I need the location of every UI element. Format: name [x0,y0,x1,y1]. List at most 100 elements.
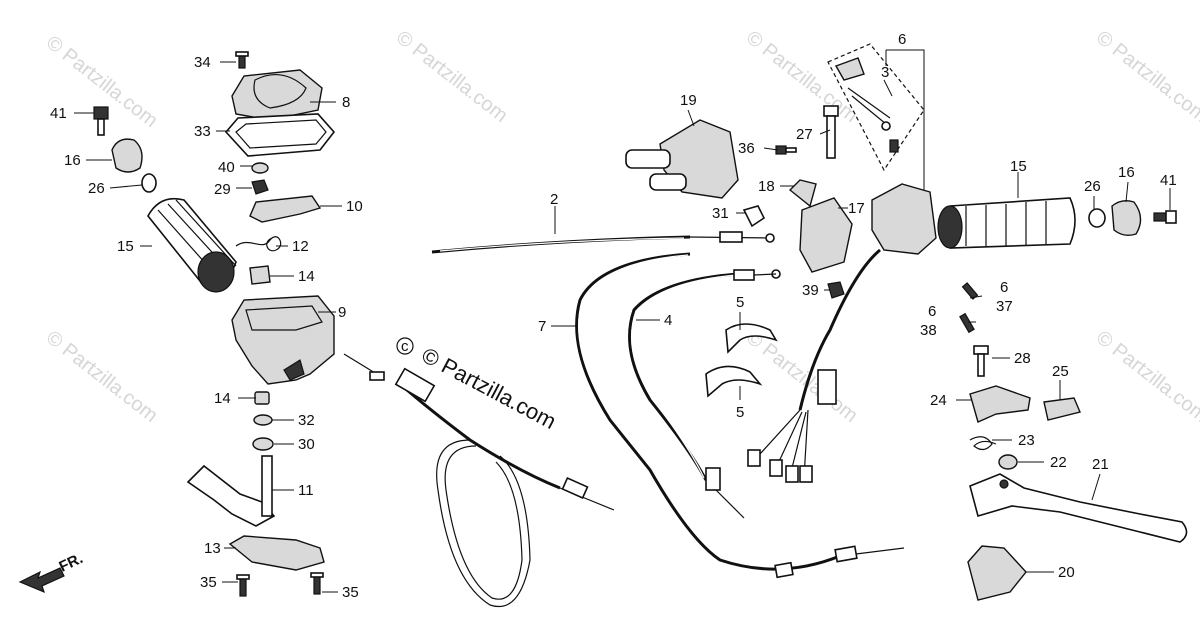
callout-5: 5 [736,294,744,311]
callout-15: 15 [117,238,134,255]
callout-27: 27 [796,126,813,143]
part-cover-8 [231,69,323,121]
part-screw-35 [310,572,324,595]
callout-18: 18 [758,178,775,195]
part-lever-shaft [261,455,273,517]
part-gasket-33 [224,113,336,157]
watermark-text: © Partzilla.com [742,327,862,427]
callout-39: 39 [802,282,819,299]
part-screw-34 [235,51,249,69]
watermark-text: © Partzilla.com [42,327,162,427]
callout-2: 2 [550,191,558,208]
part-perch-17 [799,197,853,273]
copyright-circle [396,337,414,355]
callout-29: 29 [214,181,231,198]
part-housing-9 [231,295,335,385]
part-screw-35 [236,574,250,597]
part-nut-29 [251,179,269,195]
part-bracket-18 [788,179,817,208]
callout-14: 14 [214,390,231,407]
front-direction-indicator: FR. [18,550,86,594]
callout-9: 9 [338,304,346,321]
callout-11: 11 [298,482,314,499]
part-clamp-5 [705,365,763,398]
part-oring-32 [253,414,273,426]
part-spring-23 [969,436,997,451]
part-throttle-cable [343,353,615,511]
right-assembly [937,197,1188,601]
part-pin-28 [973,345,989,377]
part-wiring-harness [747,248,881,483]
callout-12: 12 [292,238,309,255]
callout-3: 3 [881,64,889,81]
part-bar-end-16 [111,138,143,173]
part-switch-housing [871,183,937,255]
part-spring-12 [235,236,282,252]
callout-30: 30 [298,436,315,453]
callout-32: 32 [298,412,315,429]
callout-4: 4 [664,312,672,329]
part-plate-13 [228,535,325,571]
callout-22: 22 [1050,454,1067,471]
part-nut-39 [827,281,845,299]
watermark-text: © Partzilla.com [1092,327,1200,427]
callout-38: 38 [920,322,937,339]
throttle-assembly [186,51,336,597]
part-pad-25 [1043,397,1081,421]
callout-41: 41 [50,105,67,122]
part-switch-3 [827,43,925,172]
callout-41: 41 [1160,172,1177,189]
callout-leaders [74,49,1171,593]
callout-17: 17 [848,200,865,217]
callout-19: 19 [680,92,697,109]
callout-23: 23 [1018,432,1035,449]
callout-15: 15 [1010,158,1027,175]
callout-13: 13 [204,540,221,557]
part-bracket-24 [969,385,1031,423]
part-bushing-22 [998,454,1018,470]
callout-33: 33 [194,123,211,140]
part-washer-40 [251,162,269,174]
callout-labels: 34 8 41 33 16 40 26 29 10 15 12 14 9 14 … [50,31,1177,601]
cable-group [343,231,905,608]
callout-21: 21 [1092,456,1109,473]
callout-36: 36 [738,140,755,157]
part-seal-14 [249,265,271,285]
part-bolt-41 [93,106,109,136]
callout-35: 35 [200,574,217,591]
part-screw-38 [959,312,975,334]
callout-14: 14 [298,268,315,285]
callout-10: 10 [346,198,363,215]
callout-24: 24 [930,392,947,409]
callout-37: 37 [996,298,1013,315]
part-bolt-36 [775,145,797,155]
copyright-symbol: c [401,338,409,355]
cable-loop [436,439,531,608]
part-cable-7 [575,252,905,579]
watermark-text: © Partzilla.com [1092,27,1200,127]
callout-26: 26 [88,180,105,197]
part-bolt-27 [823,105,839,159]
center-parts [625,43,937,483]
callout-6: 6 [1000,279,1008,296]
callout-6: 6 [928,303,936,320]
callout-26: 26 [1084,178,1101,195]
part-grip-15 [937,197,1076,249]
part-cable-4 [628,269,781,519]
callout-16: 16 [64,152,81,169]
callout-25: 25 [1052,363,1069,380]
part-lever-10 [249,195,322,223]
watermark-text: © Partzilla.com [392,27,512,127]
part-grip-15 [147,197,237,293]
front-arrow-icon [18,567,65,594]
callout-31: 31 [712,205,729,222]
left-grip-assembly [93,106,237,293]
watermark-text: © Partzilla.com [418,342,561,434]
callout-6: 6 [898,31,906,48]
part-clamp-20 [967,545,1027,601]
callout-40: 40 [218,159,235,176]
callout-28: 28 [1014,350,1031,367]
part-collar-26 [141,173,157,193]
callout-16: 16 [1118,164,1135,181]
